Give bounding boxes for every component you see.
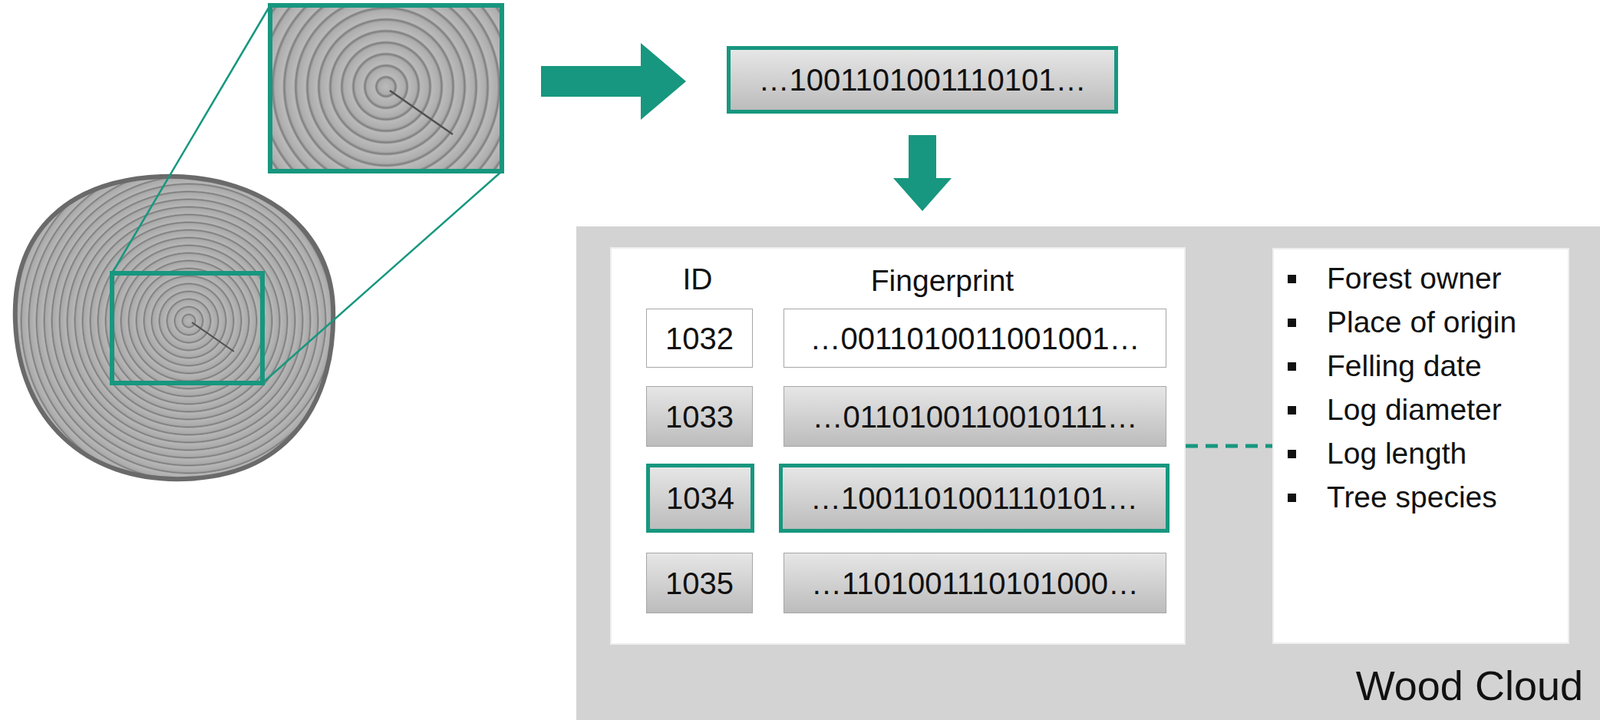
cell-text: …0110100110010111…: [811, 398, 1138, 436]
cell-text: …1101001110101000…: [811, 564, 1139, 602]
cell-text: 1032: [665, 320, 734, 357]
table-cell: …0011010011001001…: [783, 308, 1167, 368]
cell-text: 1034: [666, 479, 735, 517]
table-cell: 1035: [646, 552, 753, 614]
log-crack: [191, 322, 235, 352]
text-holder: Wood Cloud: [1355, 660, 1584, 711]
list-row: Forest owner: [1273, 257, 1568, 301]
process-arrow: [541, 42, 687, 120]
attribute-text: Felling date: [1326, 348, 1482, 385]
column-header: ID: [682, 262, 713, 296]
panel-title: Wood Cloud: [1355, 662, 1584, 709]
dashed-link: [1185, 444, 1273, 449]
attribute-text: Log diameter: [1326, 392, 1502, 429]
table-cell: 1032: [646, 308, 753, 368]
bullet-square: [1287, 493, 1297, 502]
table-cell: 1033: [646, 385, 753, 447]
attribute-text: Place of origin: [1326, 304, 1517, 341]
cell-text: …0011010011001001…: [810, 320, 1141, 357]
zoom-frame: [270, 5, 502, 172]
cell-text: …1001101001110101…: [810, 479, 1139, 517]
selected-cell: …1001101001110101…: [778, 463, 1170, 533]
zoom-leader: [262, 171, 502, 383]
list-row: Place of origin: [1273, 300, 1568, 345]
table-cell: …1101001110101000…: [783, 552, 1167, 614]
list-row: Tree species: [1273, 475, 1568, 520]
bullet-square: [1287, 362, 1297, 371]
list-row: Log diameter: [1273, 388, 1568, 433]
cell-text: …1001101001110101…: [758, 61, 1086, 99]
list-row: Felling date: [1273, 344, 1568, 389]
cloud-panel: Wood Cloud ID Fingerprint 1032 …001101001100…: [576, 226, 1600, 720]
zoom-image: [270, 5, 502, 172]
attribute-list: Forest ownerPlace of originFelling dateL…: [1272, 247, 1570, 644]
log-crack: [389, 90, 453, 135]
log-section: [15, 176, 334, 479]
text-holder: ID: [682, 261, 713, 298]
fingerprint-box: …1001101001110101…: [726, 46, 1119, 114]
sample-frame: [112, 273, 263, 383]
selected-cell: 1034: [646, 463, 755, 533]
block-arrow: [893, 135, 952, 212]
cell-text: 1035: [665, 564, 734, 602]
attribute-text: Log length: [1326, 435, 1467, 472]
attribute-text: Tree species: [1326, 479, 1498, 516]
bullet-square: [1287, 449, 1297, 459]
bullet-square: [1287, 274, 1297, 284]
table-panel: ID Fingerprint 1032 …0011010011001001… 1033 ……: [610, 247, 1186, 645]
bullet-square: [1287, 318, 1297, 327]
zoom-leader: [112, 5, 271, 274]
list-row: Log length: [1273, 432, 1568, 476]
column-header: Fingerprint: [870, 263, 1014, 297]
text-holder: Fingerprint: [870, 263, 1014, 300]
bullet-square: [1287, 405, 1297, 415]
table-cell: …0110100110010111…: [783, 385, 1167, 447]
cell-text: 1033: [665, 398, 734, 436]
attribute-text: Forest owner: [1326, 260, 1502, 297]
